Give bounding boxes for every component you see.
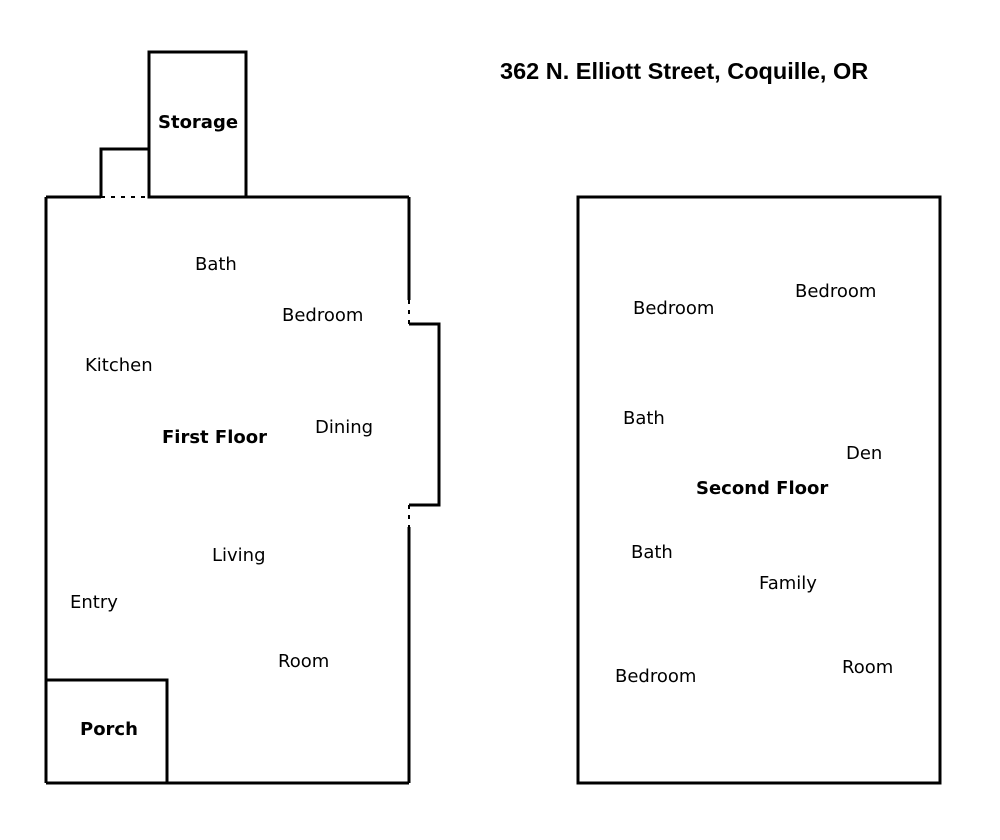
- room-label-room-2: Room: [842, 657, 894, 678]
- floor-label-second: Second Floor: [696, 478, 829, 499]
- room-label-dining: Dining: [315, 417, 374, 438]
- room-label-entry: Entry: [70, 592, 118, 613]
- room-label-bedroom-1: Bedroom: [633, 298, 715, 319]
- room-label-bedroom: Bedroom: [282, 305, 364, 326]
- room-label-bath: Bath: [195, 254, 237, 275]
- room-label-storage: Storage: [158, 112, 239, 133]
- room-label-family: Family: [759, 573, 817, 594]
- porch-outline: [46, 678, 169, 783]
- closet-outline: [99, 147, 149, 197]
- room-label-living: Living: [212, 545, 266, 566]
- second-floor-outline: [576, 195, 942, 785]
- page-title: 362 N. Elliott Street, Coquille, OR: [500, 58, 869, 84]
- room-label-bath-2: Bath: [631, 542, 673, 563]
- room-label-den: Den: [846, 443, 883, 464]
- room-label-bath-1: Bath: [623, 408, 665, 429]
- room-label-bedroom-2: Bedroom: [795, 281, 877, 302]
- room-label-bedroom-3: Bedroom: [615, 666, 697, 687]
- room-label-room: Room: [278, 651, 330, 672]
- floor-label-first: First Floor: [162, 427, 268, 448]
- room-label-porch: Porch: [80, 719, 138, 740]
- first-floor-outline: [44, 195, 441, 785]
- room-label-kitchen: Kitchen: [85, 355, 153, 376]
